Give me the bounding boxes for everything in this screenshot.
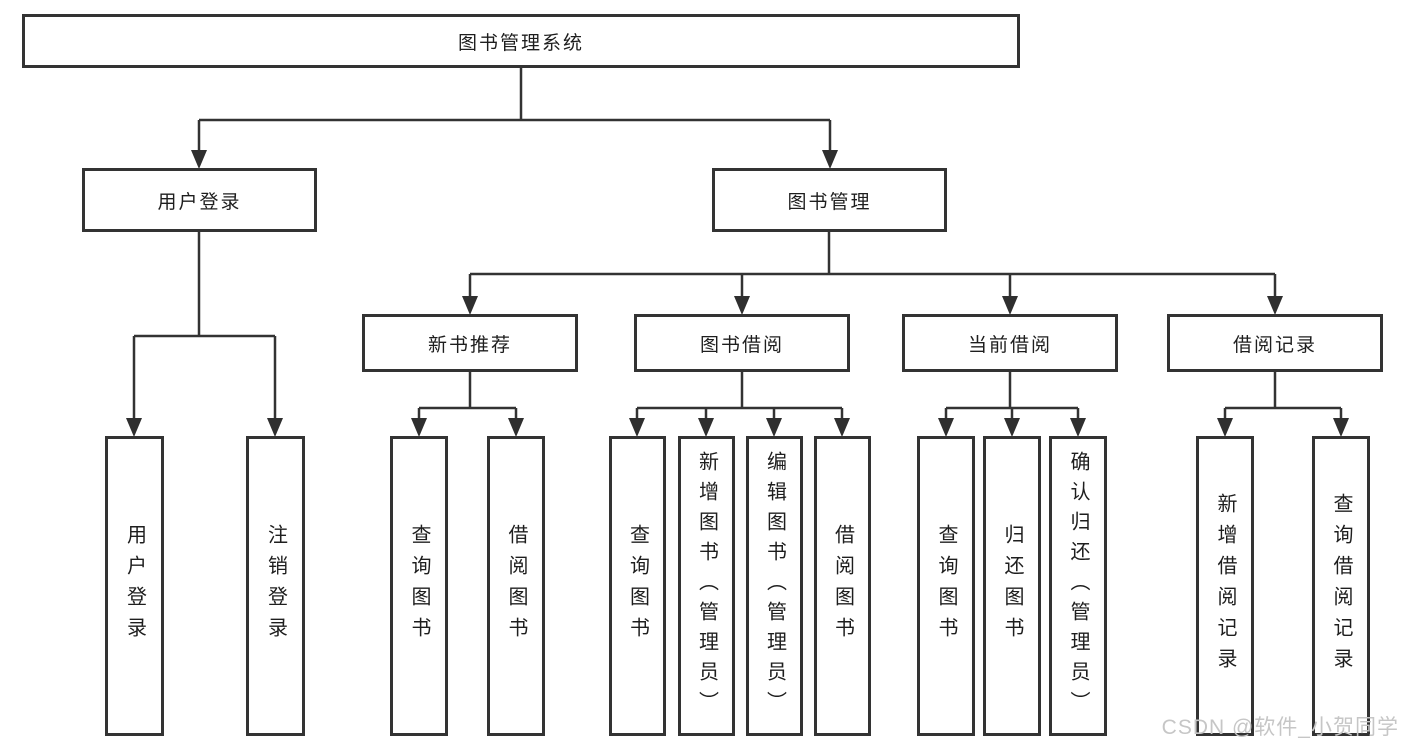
node-label: 查询图书	[935, 524, 957, 648]
node-leaf-user-login: 用户登录	[105, 436, 164, 736]
node-label: 编辑图书（管理员）	[763, 451, 786, 721]
node-book-management-module: 图书管理	[712, 168, 947, 232]
node-label: 借阅图书	[505, 524, 527, 648]
node-leaf-query-books: 查询图书	[390, 436, 448, 736]
node-label: 查询图书	[408, 524, 430, 648]
node-leaf-borrow-books-2: 借阅图书	[814, 436, 871, 736]
node-current-borrowing: 当前借阅	[902, 314, 1118, 372]
node-book-borrowing: 图书借阅	[634, 314, 850, 372]
node-leaf-return-books: 归还图书	[983, 436, 1041, 736]
node-leaf-logout: 注销登录	[246, 436, 305, 736]
node-leaf-query-books-3: 查询图书	[917, 436, 975, 736]
node-label: 归还图书	[1001, 524, 1023, 648]
node-leaf-add-books-admin: 新增图书（管理员）	[678, 436, 735, 736]
node-label: 图书管理	[787, 191, 872, 213]
node-label: 确认归还（管理员）	[1067, 451, 1089, 721]
node-leaf-query-borrow-record: 查询借阅记录	[1312, 436, 1370, 736]
node-label: 新增图书（管理员）	[695, 451, 718, 721]
node-library-management-system: 图书管理系统	[22, 14, 1020, 68]
node-leaf-edit-books-admin: 编辑图书（管理员）	[746, 436, 803, 736]
node-leaf-query-books-2: 查询图书	[609, 436, 666, 736]
node-label: 新增借阅记录	[1214, 493, 1236, 679]
node-label: 图书管理系统	[457, 32, 584, 54]
node-label: 图书借阅	[699, 334, 784, 356]
node-user-login-module: 用户登录	[82, 168, 317, 232]
node-label: 查询图书	[626, 524, 649, 648]
node-label: 借阅图书	[831, 524, 854, 648]
node-borrowing-records: 借阅记录	[1167, 314, 1383, 372]
node-label: 用户登录	[157, 191, 242, 213]
node-label: 新书推荐	[427, 334, 512, 356]
csdn-watermark: CSDN @软件_小贺同学	[1161, 716, 1399, 739]
node-label: 注销登录	[264, 524, 287, 648]
node-label: 借阅记录	[1232, 334, 1317, 356]
node-label: 当前借阅	[967, 334, 1052, 356]
node-label: 查询借阅记录	[1330, 493, 1352, 679]
node-new-book-recommendation: 新书推荐	[362, 314, 578, 372]
node-leaf-borrow-books: 借阅图书	[487, 436, 545, 736]
node-leaf-add-borrow-record: 新增借阅记录	[1196, 436, 1254, 736]
node-label: 用户登录	[123, 524, 146, 648]
node-leaf-confirm-return-admin: 确认归还（管理员）	[1049, 436, 1107, 736]
